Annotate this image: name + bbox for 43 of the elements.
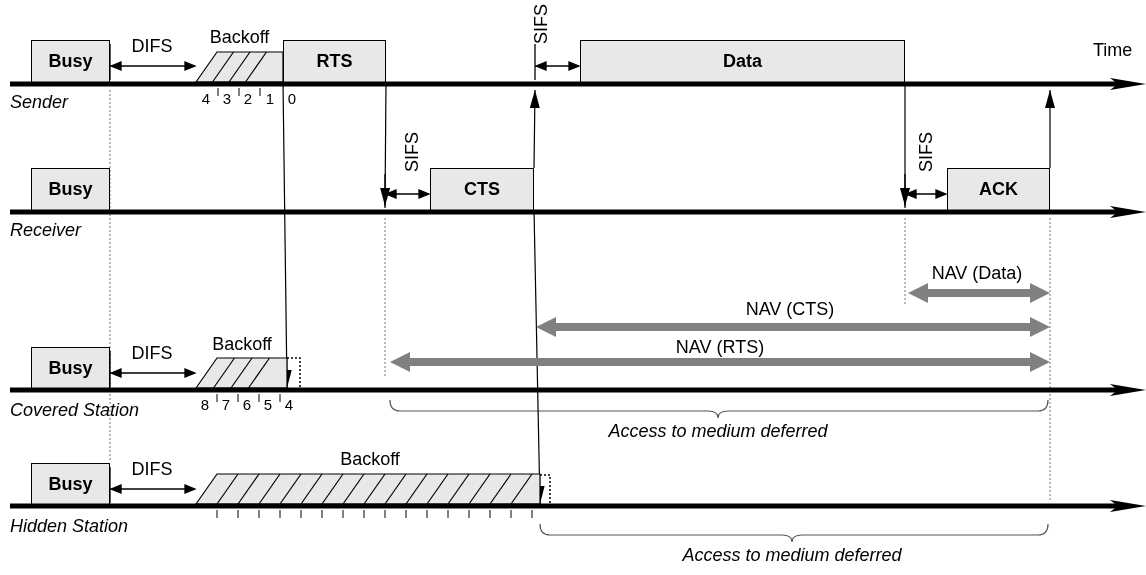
- station-label: Hidden Station: [10, 516, 129, 536]
- frame-box: Busy: [31, 347, 110, 388]
- frame-box: Busy: [31, 40, 110, 82]
- signal-arrow: [529, 89, 540, 169]
- interval-label: DIFS: [131, 459, 173, 479]
- slot-number: 5: [263, 395, 273, 415]
- interval-label: SIFS: [402, 132, 422, 172]
- slot-number: 7: [221, 395, 231, 415]
- slot-number: 0: [287, 89, 297, 109]
- interval-label: DIFS: [131, 343, 173, 363]
- time-axis: [10, 500, 1146, 512]
- brace-label: Access to medium deferred: [682, 545, 902, 565]
- brace-label: Access to medium deferred: [608, 421, 828, 441]
- interval-label: DIFS: [131, 36, 173, 56]
- slot-number: 8: [200, 395, 210, 415]
- slot-number: 2: [243, 89, 253, 109]
- backoff-label: Backoff: [212, 334, 272, 354]
- frame-box: RTS: [283, 40, 386, 82]
- frame-box: ACK: [947, 168, 1050, 210]
- time-axis: [10, 78, 1146, 90]
- nav-label: NAV (RTS): [675, 337, 765, 357]
- slot-number: 3: [222, 89, 232, 109]
- slot-number: 4: [201, 89, 211, 109]
- slot-number: 1: [265, 89, 275, 109]
- slot-number: 4: [284, 395, 294, 415]
- axis-label: Time: [1093, 40, 1133, 60]
- frame-box: Busy: [31, 463, 110, 504]
- signal-arrow: [1045, 89, 1055, 169]
- interval-label: SIFS: [916, 132, 936, 172]
- station-label: Receiver: [10, 220, 82, 240]
- time-axis: [10, 206, 1146, 218]
- slot-number: 6: [242, 395, 252, 415]
- nav-label: NAV (CTS): [745, 299, 835, 319]
- interval-label: SIFS: [531, 4, 551, 44]
- backoff-label: Backoff: [340, 449, 400, 469]
- frame-box: CTS: [430, 168, 534, 210]
- frame-box: Data: [580, 40, 905, 82]
- time-axis: [10, 384, 1146, 396]
- backoff-label: Backoff: [209, 27, 270, 47]
- nav-label: NAV (Data): [931, 263, 1023, 283]
- station-label: Sender: [10, 92, 69, 112]
- frame-box: Busy: [31, 168, 110, 210]
- station-label: Covered Station: [10, 400, 140, 420]
